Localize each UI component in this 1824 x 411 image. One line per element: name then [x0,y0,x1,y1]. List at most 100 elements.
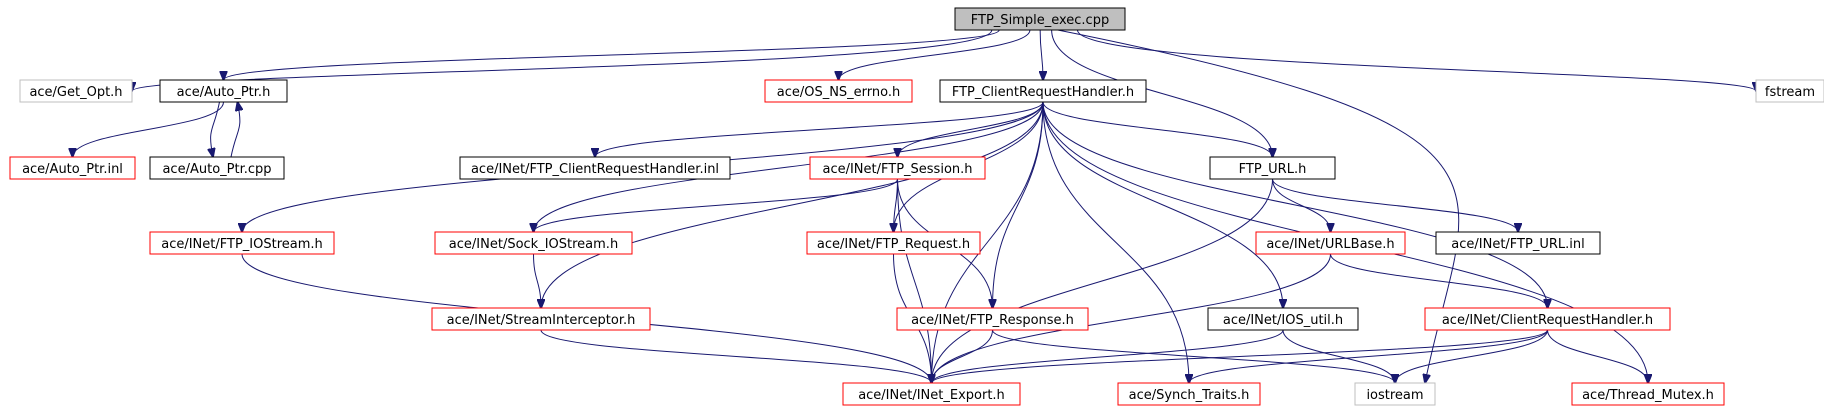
node-iosutil[interactable]: ace/INet/IOS_util.h [1207,307,1359,331]
edge-crh-to-inetexport [932,329,1548,383]
node-label: ace/INet/FTP_Response.h [911,313,1074,328]
node-label: ace/Auto_Ptr.cpp [162,162,271,177]
node-ftpcrh[interactable]: FTP_ClientRequestHandler.h [939,79,1147,103]
edge-path [1042,101,1548,308]
node-label: ace/Synch_Traits.h [1129,388,1250,403]
node-box [1354,382,1436,406]
node-label: ace/INet/FTP_Session.h [822,162,972,177]
edge-ftpcrh-to-iosutil [1042,101,1283,308]
node-label: ace/INet/Sock_IOStream.h [449,237,618,252]
node-box [806,231,981,255]
edge-path [932,178,1273,383]
node-label: ace/INet/FTP_ClientRequestHandler.inl [471,162,719,177]
node-label: ace/INet/FTP_IOStream.h [161,237,323,252]
node-label: FTP_ClientRequestHandler.h [952,85,1134,100]
node-label: ace/Thread_Mutex.h [1582,388,1714,403]
node-box [149,156,285,180]
edge-crh-to-synch [1189,329,1548,383]
edge-urlbase-to-inetexport [932,253,1331,383]
edge-path [1282,329,1395,383]
edge-path [1395,329,1548,383]
edge-path [1042,101,1189,383]
edge-iosutil-to-iostream [1282,329,1395,383]
edge-sockio-to-streamint [533,253,542,308]
node-osns[interactable]: ace/OS_NS_errno.h [764,79,913,103]
node-label: ace/INet/ClientRequestHandler.h [1442,313,1653,328]
node-sockio[interactable]: ace/INet/Sock_IOStream.h [434,231,633,255]
edge-ftpurl-to-urlbase [1272,178,1331,232]
node-box [1209,156,1336,180]
edge-path [1272,178,1331,232]
node-box [459,156,731,180]
nodes-layer: FTP_Simple_exec.cpp ace/Get_Opt.h ace/Auto… [9,7,1824,406]
node-streamint[interactable]: ace/INet/StreamInterceptor.h [431,307,651,331]
node-ftpsession[interactable]: ace/INet/FTP_Session.h [809,156,986,180]
edge-ftpcrh-to-ftpresp [993,101,1044,308]
node-ftpreq[interactable]: ace/INet/FTP_Request.h [806,231,981,255]
node-autoptr-cpp[interactable]: ace/Auto_Ptr.cpp [149,156,285,180]
edge-streamint-to-inetexport [540,329,932,383]
node-ftpurl[interactable]: FTP_URL.h [1209,156,1336,180]
node-threadmutex[interactable]: ace/Thread_Mutex.h [1571,382,1725,406]
node-label: ace/INet/IOS_util.h [1223,313,1343,328]
edge-path [1547,329,1649,383]
node-label: FTP_URL.h [1239,162,1307,177]
node-label: ace/INet/FTP_URL.inl [1451,237,1584,252]
node-box [842,382,1021,406]
node-ftpurlinl[interactable]: ace/INet/FTP_URL.inl [1435,231,1601,255]
node-label: FTP_Simple_exec.cpp [971,13,1109,28]
edge-autoptr_cpp-to-autoptr_h [230,102,240,158]
node-root[interactable]: FTP_Simple_exec.cpp [954,7,1126,31]
edge-path [932,329,1548,383]
node-label: ace/OS_NS_errno.h [777,85,901,100]
node-label: fstream [1765,85,1815,100]
node-box [954,7,1126,31]
edge-path [224,29,1000,80]
edge-path [595,101,1044,157]
node-label: ace/INet/StreamInterceptor.h [447,313,636,328]
edge-crh-to-iostream [1395,329,1548,383]
node-box [149,231,335,255]
node-urlbase[interactable]: ace/INet/URLBase.h [1255,231,1406,255]
edge-path [1077,29,1757,91]
edge-ftpsession-to-inetexport [897,178,932,383]
edge-root-to-osns [839,29,1031,80]
node-inetexport[interactable]: ace/INet/INet_Export.h [842,382,1021,406]
edge-root-to-iostream [1057,29,1460,383]
node-ftpiostream[interactable]: ace/INet/FTP_IOStream.h [149,231,335,255]
edge-path [894,178,898,232]
edge-ftpcrh-to-ftpurl [1042,101,1273,157]
edge-path [211,101,220,157]
edge-path [1330,253,1548,308]
node-crh-inl[interactable]: ace/INet/FTP_ClientRequestHandler.inl [459,156,731,180]
edge-path [1040,29,1043,80]
node-crh[interactable]: ace/INet/ClientRequestHandler.h [1424,307,1671,331]
node-fstream[interactable]: fstream [1755,79,1824,103]
edge-path [540,329,932,383]
node-label: ace/Auto_Ptr.h [177,85,271,100]
edge-path [1042,101,1283,308]
node-ftpresp[interactable]: ace/INet/FTP_Response.h [896,307,1089,331]
node-box [434,231,633,255]
edge-path [839,29,1031,80]
node-box [1255,231,1406,255]
node-getopt[interactable]: ace/Get_Opt.h [19,79,133,103]
node-box [159,79,288,103]
edge-path [897,178,932,383]
edge-path [1051,29,1273,157]
edge-path [1272,178,1519,232]
node-label: ace/INet/FTP_Request.h [817,237,970,252]
node-box [1755,79,1824,103]
edge-path [992,329,1396,383]
node-synch[interactable]: ace/Synch_Traits.h [1117,382,1261,406]
node-box [939,79,1147,103]
node-box [9,156,136,180]
edge-path [1042,101,1273,157]
edge-root-to-fstream [1077,29,1757,91]
node-autoptr-h[interactable]: ace/Auto_Ptr.h [159,79,288,103]
edge-ftpsession-to-ftpreq [894,178,898,232]
node-autoptr-inl[interactable]: ace/Auto_Ptr.inl [9,156,136,180]
edge-ftpcrh-to-crh [1042,101,1548,308]
node-box [431,307,651,331]
node-iostream[interactable]: iostream [1354,382,1436,406]
